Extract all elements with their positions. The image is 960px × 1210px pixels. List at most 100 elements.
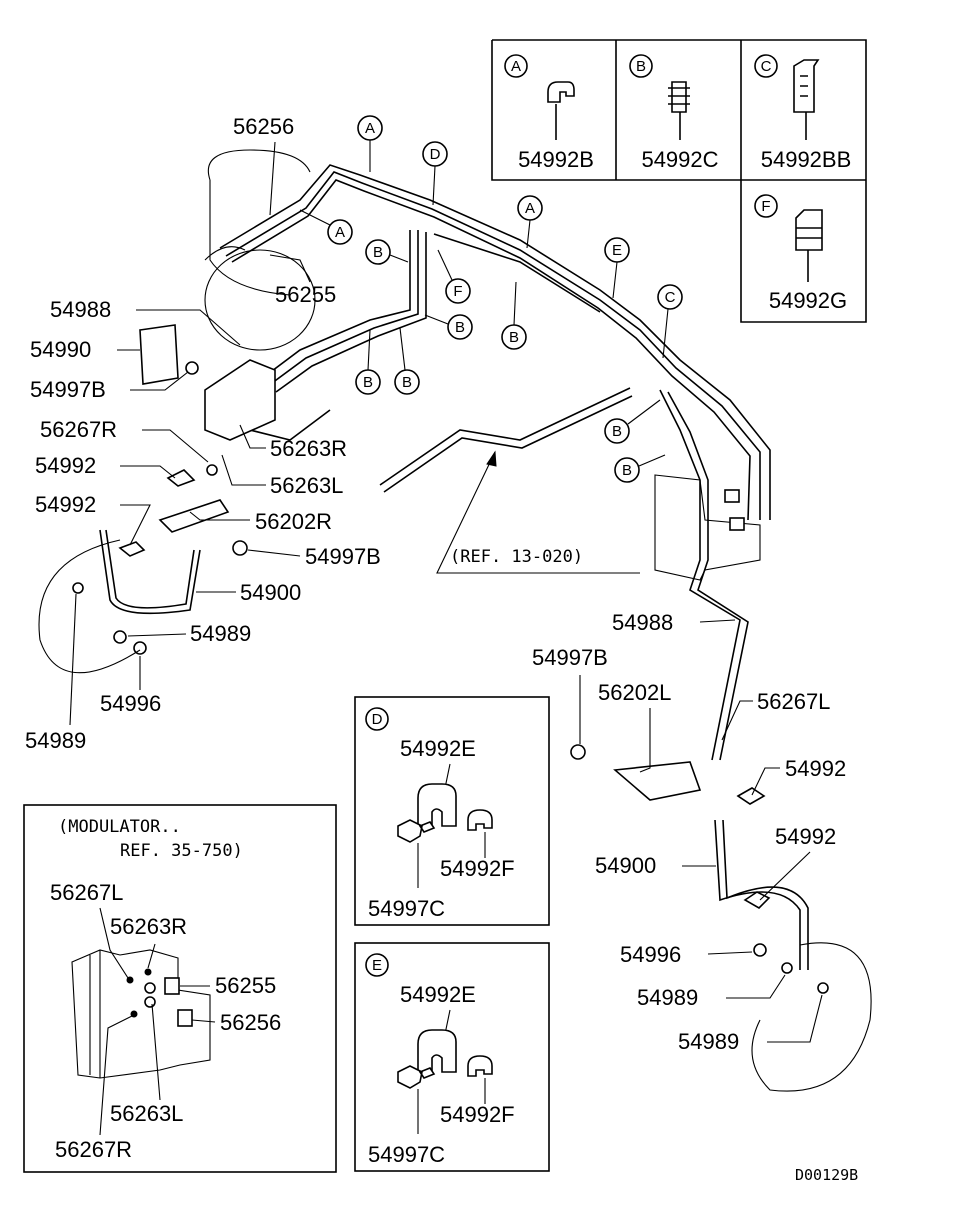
label-54989-a: 54989 — [190, 621, 251, 646]
callout-b-4: B — [355, 329, 381, 395]
callout-e: E — [604, 237, 630, 299]
svg-text:A: A — [525, 200, 535, 217]
callout-c: C — [657, 284, 683, 359]
part-labels: 56256 56255 54988 54990 54997B 56267R 54… — [25, 114, 846, 1054]
panel-e-letter: E — [372, 957, 382, 974]
svg-text:B: B — [612, 423, 622, 440]
bracket-56202r-icon — [158, 499, 230, 533]
clip-54992-right-icon — [736, 787, 766, 805]
mod-label-56263l: 56263L — [110, 1101, 183, 1126]
mod-label-56256: 56256 — [220, 1010, 281, 1035]
bracket-54990-icon — [139, 324, 179, 385]
label-56202r: 56202R — [255, 509, 332, 534]
label-54992-a: 54992 — [35, 453, 96, 478]
label-54992-d: 54992 — [775, 824, 836, 849]
left-caliper-outline — [38, 539, 141, 674]
reference-note: (REF. 13-020) — [436, 450, 640, 574]
master-cylinder-outline — [204, 149, 311, 296]
clip-54992-left-icon — [166, 469, 196, 487]
washer-54989-b-icon — [72, 582, 84, 594]
label-56267r-main: 56267R — [40, 417, 117, 442]
mod-label-56263r: 56263R — [110, 914, 187, 939]
label-54997b-left: 54997B — [30, 377, 106, 402]
detail-panel-e: E 54992E 54992F 54997C — [354, 942, 550, 1172]
mod-label-56267r: 56267R — [55, 1137, 132, 1162]
label-56267l-main: 56267L — [757, 689, 830, 714]
svg-text:A: A — [335, 224, 345, 241]
legend-part-54992bb: 54992BB — [761, 147, 852, 172]
port-56267r-icon — [130, 1010, 138, 1018]
label-54988-right: 54988 — [612, 610, 673, 635]
clip-54992-right-2-icon — [743, 891, 771, 909]
modulator-note-line-2: REF. 35-750) — [120, 841, 243, 861]
modulator-block-outline — [654, 474, 761, 581]
legend-part-54992g: 54992G — [769, 288, 847, 313]
clip-callouts: A A A D E C F B B B B B B B — [299, 115, 683, 483]
port-56255-icon — [144, 982, 156, 994]
junction-block-icon — [204, 359, 276, 441]
label-54992-b: 54992 — [35, 492, 96, 517]
svg-text:B: B — [402, 374, 412, 391]
label-54992-c: 54992 — [785, 756, 846, 781]
booster-outline — [204, 249, 316, 351]
drawing-code: D00129B — [795, 1166, 858, 1184]
panel-d-part-54992e: 54992E — [400, 736, 476, 761]
clip-54992-left-2-icon — [118, 541, 146, 557]
legend-cell-c: C 54992BB — [754, 54, 852, 172]
clip-54992b-icon — [547, 81, 575, 103]
svg-text:E: E — [612, 242, 622, 259]
panel-e-part-54997c: 54997C — [368, 1142, 445, 1167]
label-56202l: 56202L — [598, 680, 671, 705]
legend-letter-b: B — [636, 58, 646, 75]
legend-cell-a: A 54992B — [504, 54, 594, 172]
mod-label-56267l: 56267L — [50, 880, 123, 905]
callout-a-1: A — [357, 115, 383, 172]
svg-text:B: B — [373, 244, 383, 261]
label-54988-left: 54988 — [50, 297, 111, 322]
legend-letter-f: F — [761, 198, 770, 215]
washer-54989-right-2-icon — [817, 982, 829, 994]
callout-a-3: A — [517, 195, 543, 249]
fitting-icon — [724, 489, 740, 503]
bolt-54997b-icon — [185, 361, 199, 375]
reference-pipe-line — [379, 387, 631, 486]
right-caliper-outline — [751, 942, 872, 1092]
fitting-56255-icon — [164, 977, 180, 995]
callout-b-1: B — [365, 239, 409, 265]
panel-e-part-54992f: 54992F — [440, 1102, 515, 1127]
svg-text:A: A — [365, 120, 375, 137]
legend-letter-c: C — [761, 58, 772, 75]
bracket-56202l-icon — [613, 761, 702, 801]
washer-54989-icon — [113, 630, 127, 644]
fitting-56256-icon — [177, 1009, 193, 1027]
bolt-54997b-right-icon — [232, 540, 248, 556]
brake-hose-54900-right — [714, 819, 801, 970]
modulator-note-line-1: (MODULATOR.. — [58, 817, 181, 837]
panel-d-letter: D — [372, 711, 383, 728]
reference-arrow — [436, 451, 640, 574]
bolt-54997c-e-icon — [397, 1065, 436, 1089]
panel-d-part-54992f: 54992F — [440, 856, 515, 881]
panel-e-part-54992e: 54992E — [400, 982, 476, 1007]
port-56256-icon — [144, 996, 156, 1008]
bolt-54997c-icon — [397, 819, 436, 843]
port-56267l-icon — [126, 976, 134, 984]
brake-line-assembly — [38, 149, 872, 1092]
label-54996-right: 54996 — [620, 942, 681, 967]
callout-a-2: A — [299, 209, 353, 245]
label-54989-c: 54989 — [637, 985, 698, 1010]
fitting-icon-2 — [729, 517, 745, 531]
clip-54992f-icon — [467, 809, 493, 831]
bolt-54997b-right-2-icon — [570, 744, 586, 760]
callout-b-7: B — [614, 454, 666, 483]
clip-54992g-icon — [795, 209, 823, 251]
legend-letter-a: A — [511, 58, 521, 75]
label-54900-left: 54900 — [240, 580, 301, 605]
svg-text:B: B — [622, 462, 632, 479]
detail-panel-d: D 54992E 54992F 54997C — [354, 696, 550, 926]
mod-label-56255: 56255 — [215, 973, 276, 998]
clip-54992e-e-icon — [417, 1029, 457, 1073]
label-54989-b: 54989 — [25, 728, 86, 753]
svg-text:B: B — [455, 319, 465, 336]
